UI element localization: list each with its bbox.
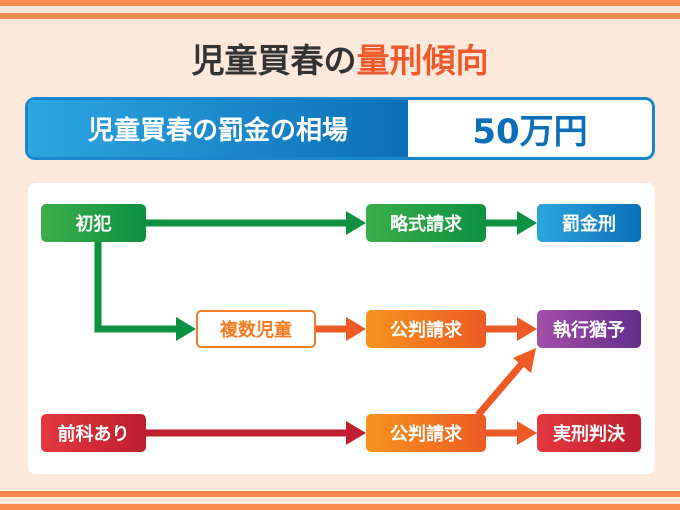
arrow-heads [176, 211, 537, 445]
node-formal-indictment: 公判請求 [366, 310, 486, 348]
node-formal-indictment-2: 公判請求 [366, 414, 486, 452]
page-title: 児童買春の量刑傾向 [0, 34, 680, 82]
banner-label: 児童買春の罰金の相場 [28, 100, 408, 157]
banner-value: 50万円 [472, 112, 588, 152]
node-fine: 罰金刑 [537, 204, 641, 242]
node-multiple-children: 複数児童 [196, 310, 316, 348]
node-prior-record: 前科あり [41, 414, 146, 452]
bottom-stripe [0, 504, 680, 510]
fine-banner: 児童買春の罰金の相場 50万円 [25, 97, 655, 160]
bottom-stripe [0, 491, 680, 497]
node-prison-sentence: 実刑判決 [537, 414, 641, 452]
title-highlight: 量刑傾向 [356, 41, 489, 80]
arrow-line [475, 356, 529, 418]
top-stripe [0, 0, 680, 6]
top-stripe [0, 13, 680, 19]
node-summary-indictment: 略式請求 [366, 204, 486, 242]
arrow-line [94, 242, 182, 333]
node-suspended-sentence: 執行猶予 [537, 310, 641, 348]
title-main: 児童買春の [191, 41, 357, 80]
node-first-offense: 初犯 [41, 204, 146, 242]
